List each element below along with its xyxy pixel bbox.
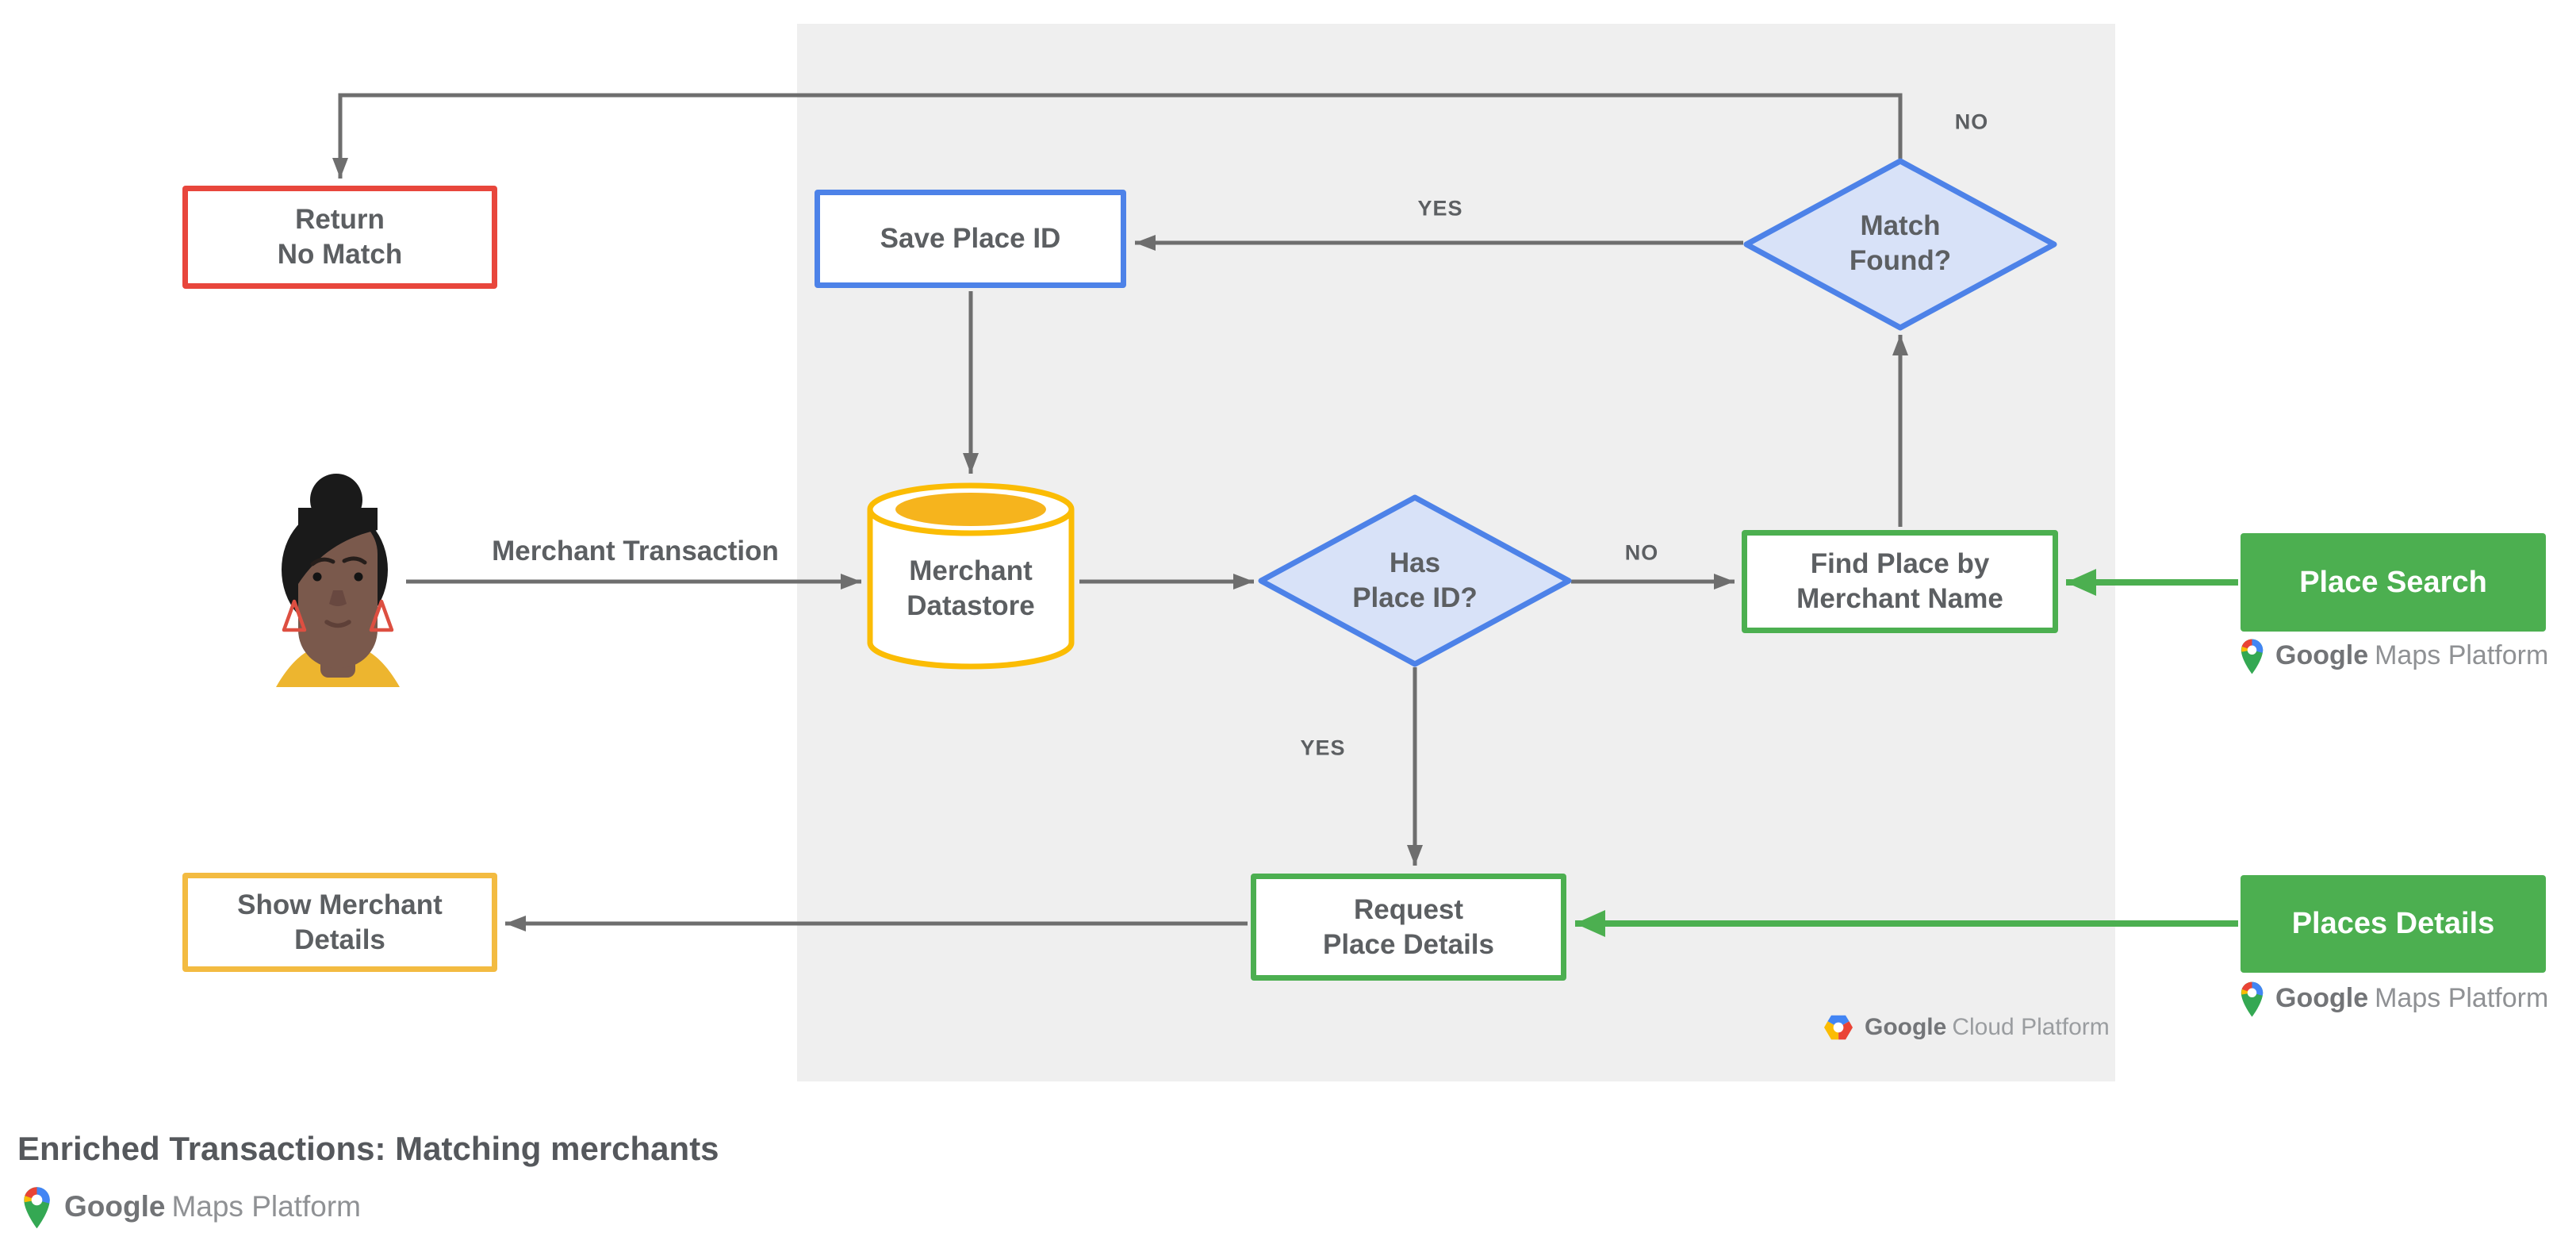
places-details-label: Places Details [2291, 907, 2495, 940]
gmp-product-word: Maps Platform [171, 1190, 361, 1223]
find-place-label-line2: Merchant Name [1796, 583, 2003, 614]
show-merchant-details-label-line1: Show Merchant [237, 889, 443, 920]
merchant-transaction-label: Merchant Transaction [492, 536, 779, 566]
merchant-datastore-cylinder [867, 482, 1075, 670]
google-cloud-hexagon-icon [1824, 1015, 1853, 1040]
avatar-nose [329, 590, 347, 606]
avatar-right-earring [369, 599, 394, 632]
google-maps-pin-icon [2241, 639, 2264, 674]
has-place-id-yes-label: YES [1300, 735, 1346, 760]
gmp-google-word: Google [2275, 640, 2369, 670]
gcp-product-word: Cloud Platform [1952, 1014, 2110, 1040]
return-no-match-label-line1: Return [295, 204, 385, 235]
avatar-right-eye [354, 572, 363, 582]
place-search-label: Place Search [2299, 565, 2487, 599]
gray-connectors [332, 93, 1908, 931]
match-found-label-line2: Found? [1849, 245, 1952, 276]
show-merchant-details-label-line2: Details [294, 924, 385, 955]
google-maps-pin-icon [2241, 981, 2264, 1017]
avatar-mouth [324, 620, 351, 628]
gmp-google-word: Google [64, 1190, 166, 1223]
avatar-left-earring [282, 599, 307, 632]
request-place-details-box: Request Place Details [1251, 874, 1566, 981]
find-place-box: Find Place by Merchant Name [1742, 530, 2058, 633]
has-place-id-no-label: NO [1624, 540, 1659, 565]
match-found-no-label: NO [1954, 109, 1989, 134]
cylinder-top-inner [895, 493, 1046, 526]
return-no-match-box: Return No Match [182, 186, 497, 289]
merchant-datastore-label-line2: Datastore [907, 590, 1035, 621]
avatar-right-eyebrow [342, 556, 367, 565]
match-found-diamond [1743, 158, 2057, 331]
places-details-api-box: Places Details [2241, 875, 2546, 973]
diagram-title: Enriched Transactions: Matching merchant… [17, 1130, 719, 1167]
avatar-hair-fringe [298, 508, 378, 584]
avatar-left-eyebrow [310, 557, 335, 566]
show-merchant-details-box: Show Merchant Details [182, 873, 497, 972]
match-found-label: Match Found? [1850, 209, 1951, 278]
gmp-product-word: Maps Platform [2375, 983, 2549, 1013]
has-place-id-diamond [1258, 494, 1572, 667]
place-search-api-box: Place Search [2241, 533, 2546, 632]
connector-matchfound-no-to-return [332, 93, 1903, 179]
has-place-id-label-line1: Has [1389, 547, 1441, 578]
merchant-datastore-label: Merchant Datastore [907, 554, 1034, 624]
merchant-datastore-label-line1: Merchant [909, 555, 1033, 586]
has-place-id-label: Has Place ID? [1352, 546, 1478, 616]
avatar-left-eye [312, 572, 322, 582]
match-found-label-line1: Match [1860, 210, 1941, 241]
cylinder-body [867, 509, 1075, 670]
gmp-google-word: Google [2275, 983, 2369, 1013]
has-place-id-label-line2: Place ID? [1352, 582, 1478, 613]
green-connectors [1575, 569, 2238, 937]
return-no-match-label-line2: No Match [277, 239, 403, 270]
google-maps-pin-icon [24, 1187, 50, 1229]
request-place-details-label-line2: Place Details [1323, 928, 1494, 960]
save-place-id-label: Save Place ID [880, 223, 1061, 254]
merchant-user-avatar [276, 474, 400, 687]
gmp-product-word: Maps Platform [2375, 640, 2549, 670]
save-place-id-box: Save Place ID [815, 190, 1126, 288]
match-found-yes-label: YES [1417, 196, 1463, 221]
find-place-label-line1: Find Place by [1810, 548, 1990, 579]
gcp-google-word: Google [1865, 1014, 1947, 1040]
request-place-details-label-line1: Request [1353, 893, 1464, 925]
